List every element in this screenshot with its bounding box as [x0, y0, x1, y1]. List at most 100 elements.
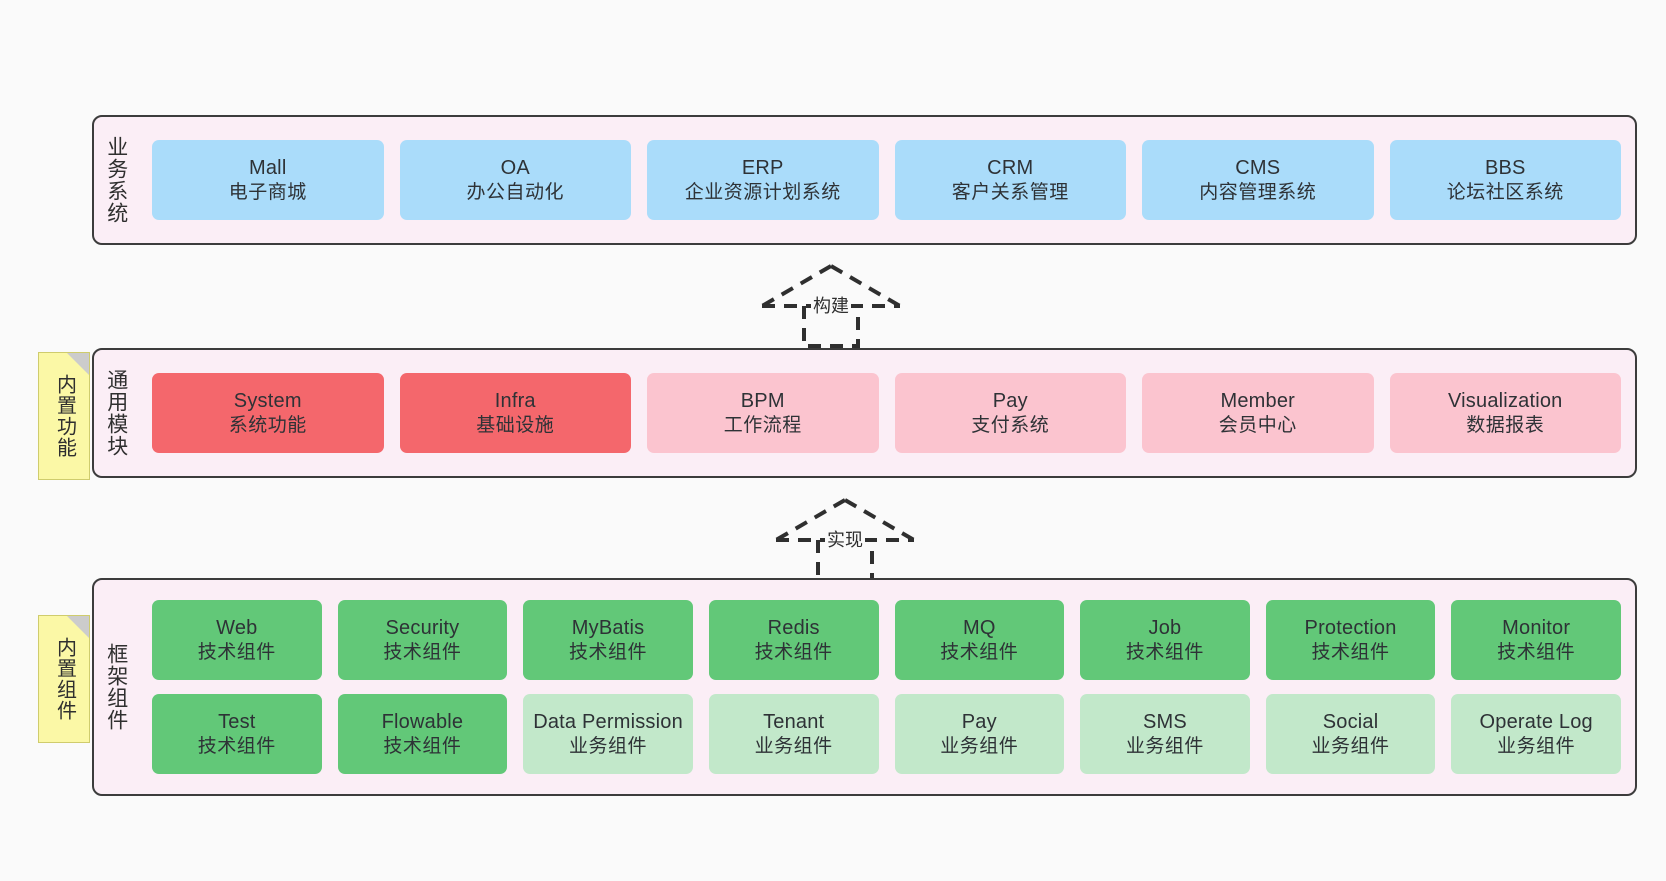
band-label-common-modules: 通用模块 — [104, 369, 128, 457]
card-subtitle: 技术组件 — [1125, 641, 1204, 663]
card-job[interactable]: Job 技术组件 — [1080, 600, 1250, 680]
card-row: Mall 电子商城 OA 办公自动化 ERP 企业资源计划系统 CRM 客户关系… — [152, 140, 1621, 220]
card-member[interactable]: Member 会员中心 — [1142, 373, 1374, 453]
card-subtitle: 企业资源计划系统 — [684, 181, 841, 203]
connector-build: 构建 — [758, 262, 904, 348]
folded-corner-icon — [67, 353, 89, 375]
card-subtitle: 技术组件 — [383, 641, 462, 663]
card-monitor[interactable]: Monitor 技术组件 — [1451, 600, 1621, 680]
band-body-business-systems: Mall 电子商城 OA 办公自动化 ERP 企业资源计划系统 CRM 客户关系… — [138, 117, 1635, 243]
band-framework-components: 框架组件 Web 技术组件 Security 技术组件 MyBatis 技术组件… — [92, 578, 1637, 796]
card-title: Redis — [767, 617, 820, 640]
card-flowable[interactable]: Flowable 技术组件 — [337, 694, 508, 774]
card-title: Infra — [494, 390, 536, 413]
card-row: Test 技术组件 Flowable 技术组件 Data Permission … — [152, 694, 1621, 774]
card-subtitle: 业务组件 — [940, 735, 1019, 757]
card-subtitle: 技术组件 — [197, 641, 276, 663]
card-subtitle: 业务组件 — [1311, 735, 1390, 757]
card-visualization[interactable]: Visualization 数据报表 — [1389, 373, 1621, 453]
card-title: Protection — [1304, 617, 1397, 640]
note-label: 内置组件 — [53, 637, 76, 721]
card-title: BPM — [740, 390, 785, 413]
card-sms[interactable]: SMS 业务组件 — [1080, 694, 1250, 774]
card-security[interactable]: Security 技术组件 — [337, 600, 508, 680]
card-social[interactable]: Social 业务组件 — [1265, 694, 1436, 774]
connector-label-build: 构建 — [811, 292, 851, 318]
card-test[interactable]: Test 技术组件 — [152, 694, 322, 774]
card-subtitle: 业务组件 — [1497, 735, 1576, 757]
card-title: CMS — [1235, 157, 1281, 180]
band-body-common-modules: System 系统功能 Infra 基础设施 BPM 工作流程 Pay 支付系统… — [138, 350, 1635, 476]
card-bbs[interactable]: BBS 论坛社区系统 — [1389, 140, 1621, 220]
card-title: SMS — [1142, 711, 1187, 734]
card-data-permission[interactable]: Data Permission 业务组件 — [523, 694, 693, 774]
band-business-systems: 业务系统 Mall 电子商城 OA 办公自动化 ERP 企业资源计划系统 CRM… — [92, 115, 1637, 245]
card-title: Security — [385, 617, 460, 640]
card-title: Mall — [249, 157, 287, 180]
card-title: Pay — [992, 390, 1028, 413]
card-pay-component[interactable]: Pay 业务组件 — [894, 694, 1065, 774]
card-subtitle: 论坛社区系统 — [1446, 181, 1564, 203]
card-system[interactable]: System 系统功能 — [152, 373, 384, 453]
card-redis[interactable]: Redis 技术组件 — [708, 600, 879, 680]
card-title: System — [233, 390, 302, 413]
card-subtitle: 技术组件 — [197, 735, 276, 757]
band-label-business-systems: 业务系统 — [104, 136, 128, 224]
card-subtitle: 系统功能 — [228, 414, 307, 436]
card-subtitle: 技术组件 — [1497, 641, 1576, 663]
folded-corner-icon — [67, 616, 89, 638]
card-mq[interactable]: MQ 技术组件 — [894, 600, 1065, 680]
card-crm[interactable]: CRM 客户关系管理 — [894, 140, 1126, 220]
card-title: Test — [218, 711, 256, 734]
card-title: Flowable — [381, 711, 464, 734]
card-subtitle: 业务组件 — [754, 735, 833, 757]
card-row: System 系统功能 Infra 基础设施 BPM 工作流程 Pay 支付系统… — [152, 373, 1621, 453]
band-common-modules: 通用模块 System 系统功能 Infra 基础设施 BPM 工作流程 Pay… — [92, 348, 1637, 478]
card-subtitle: 电子商城 — [228, 181, 307, 203]
card-title: MQ — [963, 617, 996, 640]
card-title: CRM — [987, 157, 1034, 180]
card-subtitle: 会员中心 — [1218, 414, 1297, 436]
card-subtitle: 工作流程 — [723, 414, 802, 436]
band-body-framework-components: Web 技术组件 Security 技术组件 MyBatis 技术组件 Redi… — [138, 580, 1635, 794]
card-subtitle: 业务组件 — [1125, 735, 1204, 757]
card-cms[interactable]: CMS 内容管理系统 — [1142, 140, 1374, 220]
card-subtitle: 办公自动化 — [466, 181, 564, 203]
card-subtitle: 基础设施 — [476, 414, 555, 436]
card-oa[interactable]: OA 办公自动化 — [399, 140, 631, 220]
note-label: 内置功能 — [53, 374, 76, 458]
card-subtitle: 业务组件 — [569, 735, 648, 757]
card-title: Visualization — [1447, 390, 1563, 413]
card-title: BBS — [1484, 157, 1526, 180]
card-subtitle: 内容管理系统 — [1199, 181, 1317, 203]
card-subtitle: 客户关系管理 — [951, 181, 1069, 203]
card-title: Data Permission — [533, 711, 683, 734]
card-title: Job — [1148, 617, 1182, 640]
card-subtitle: 技术组件 — [1311, 641, 1390, 663]
card-title: Operate Log — [1479, 711, 1593, 734]
card-tenant[interactable]: Tenant 业务组件 — [708, 694, 879, 774]
card-subtitle: 技术组件 — [754, 641, 833, 663]
card-subtitle: 支付系统 — [971, 414, 1050, 436]
card-protection[interactable]: Protection 技术组件 — [1265, 600, 1436, 680]
band-label-framework-components: 框架组件 — [104, 643, 128, 731]
note-builtin-components: 内置组件 — [38, 615, 90, 743]
card-row: Web 技术组件 Security 技术组件 MyBatis 技术组件 Redi… — [152, 600, 1621, 680]
card-web[interactable]: Web 技术组件 — [152, 600, 322, 680]
card-subtitle: 技术组件 — [940, 641, 1019, 663]
card-title: Monitor — [1502, 617, 1571, 640]
note-builtin-functions: 内置功能 — [38, 352, 90, 480]
card-title: Tenant — [763, 711, 825, 734]
card-title: Social — [1322, 711, 1379, 734]
card-title: OA — [500, 157, 530, 180]
card-pay-module[interactable]: Pay 支付系统 — [894, 373, 1126, 453]
card-infra[interactable]: Infra 基础设施 — [399, 373, 631, 453]
card-operate-log[interactable]: Operate Log 业务组件 — [1451, 694, 1621, 774]
card-subtitle: 技术组件 — [569, 641, 648, 663]
card-mall[interactable]: Mall 电子商城 — [152, 140, 384, 220]
card-bpm[interactable]: BPM 工作流程 — [647, 373, 879, 453]
card-title: Member — [1220, 390, 1296, 413]
card-erp[interactable]: ERP 企业资源计划系统 — [647, 140, 879, 220]
card-mybatis[interactable]: MyBatis 技术组件 — [523, 600, 693, 680]
connector-label-implement: 实现 — [825, 526, 865, 552]
